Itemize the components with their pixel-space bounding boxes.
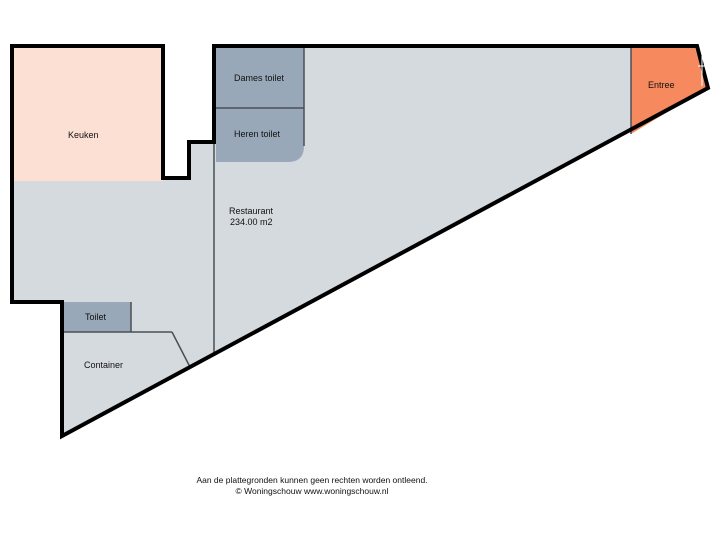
restaurant-area-label: 234.00 m2 [230, 217, 273, 227]
inner-walls [62, 48, 632, 368]
disclaimer-text: Aan de plattegronden kunnen geen rechten… [196, 475, 428, 485]
toilet-room [62, 302, 131, 332]
entree-room [631, 48, 707, 134]
footer: Aan de plattegronden kunnen geen rechten… [0, 475, 624, 497]
copyright-text: © Woningschouw www.woningschouw.nl [235, 486, 389, 496]
dames-toilet-room [216, 48, 304, 108]
container-label: Container [84, 360, 123, 370]
heren-toilet-room [216, 108, 304, 162]
dames-toilet-label: Dames toilet [234, 73, 285, 83]
toilet-label: Toilet [85, 312, 107, 322]
keuken-room [12, 46, 163, 181]
restaurant-label: Restaurant [229, 206, 274, 216]
restaurant-floor [12, 46, 708, 436]
entrance-door [698, 56, 707, 86]
outer-walls [10, 44, 711, 440]
keuken-label: Keuken [68, 130, 99, 140]
entree-label: Entree [648, 80, 675, 90]
heren-toilet-label: Heren toilet [234, 129, 281, 139]
